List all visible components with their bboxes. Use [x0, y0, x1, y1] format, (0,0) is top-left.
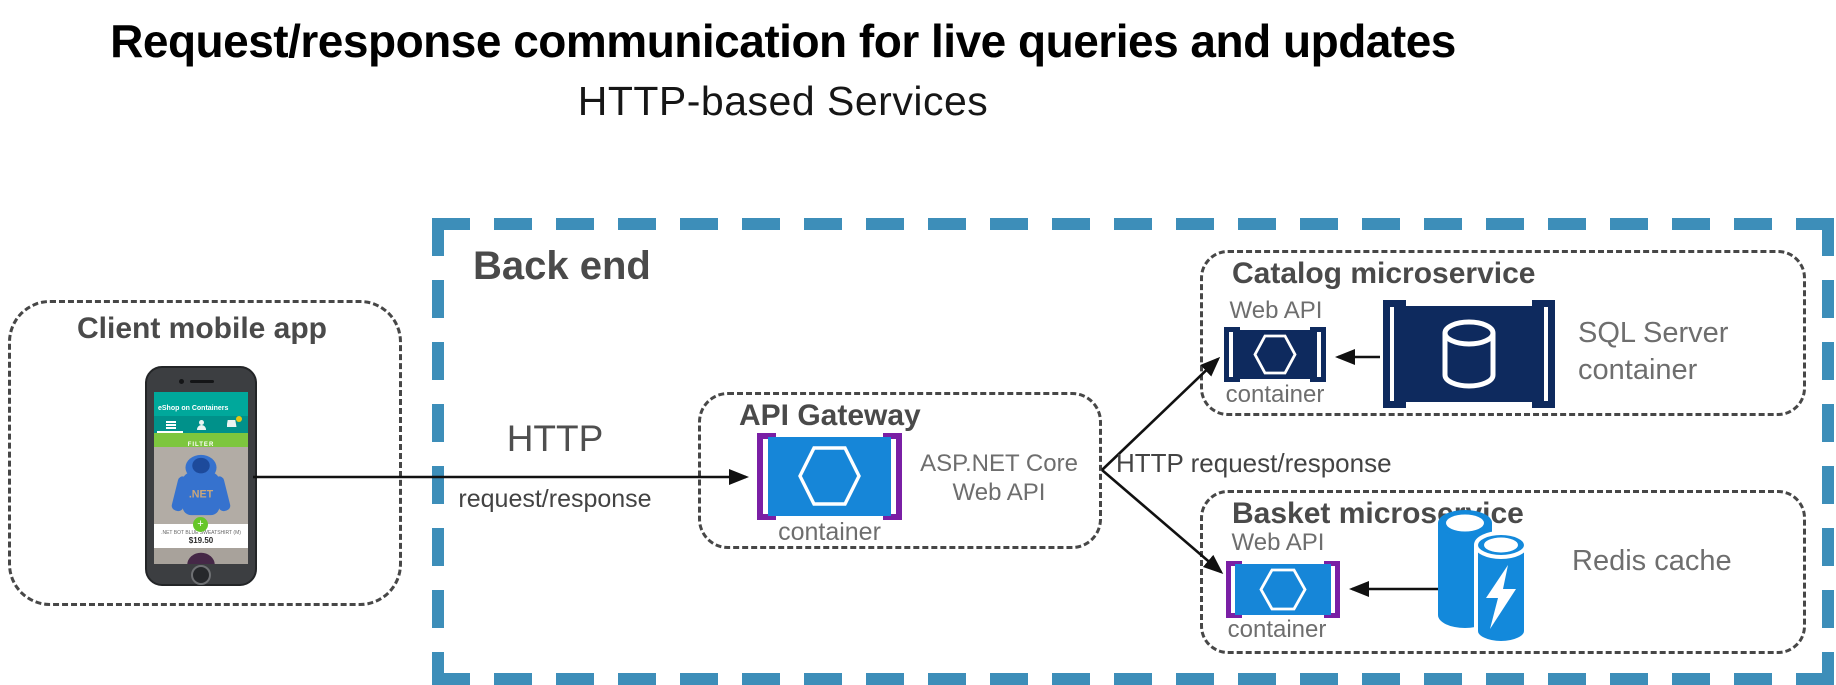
product-photo: .NET	[154, 447, 248, 524]
api-gateway-container-label: container	[778, 518, 881, 546]
catalog-title: Catalog microservice	[1232, 257, 1536, 290]
phone-tab-bar	[154, 416, 248, 433]
cart-badge	[236, 416, 242, 422]
bracket-left	[1226, 561, 1242, 618]
basket-container-icon	[1226, 561, 1340, 618]
client-mobile-app-title: Client mobile app	[76, 312, 328, 345]
sql-server-line2: container	[1578, 354, 1698, 386]
smartphone: eShop on Containers FILTER	[145, 366, 257, 586]
hexagon-icon	[1259, 568, 1307, 611]
backend-border-top	[432, 218, 1836, 230]
add-to-cart-button: +	[193, 517, 208, 532]
hexagon-icon	[798, 446, 861, 506]
basket-container-label: container	[1227, 616, 1327, 643]
api-gateway-side-label: ASP.NET Core Web API	[906, 449, 1092, 507]
phone-home-button	[191, 565, 211, 585]
purple-hoodie-image	[187, 552, 215, 564]
bracket-left	[1383, 300, 1406, 408]
catalog-container-icon	[1224, 327, 1326, 382]
http-label: HTTP	[506, 418, 604, 459]
request-response-label: request/response	[458, 485, 652, 513]
phone-status-bar	[154, 392, 248, 407]
client-mobile-app-box	[8, 300, 402, 606]
phone-app-bar: eShop on Containers	[154, 401, 248, 416]
web-api-line: Web API	[952, 479, 1046, 506]
backend-border-left	[432, 218, 444, 685]
phone-camera	[179, 379, 184, 384]
page-title: Request/response communication for live …	[110, 15, 1456, 67]
blue-hoodie-image: .NET	[171, 454, 231, 516]
product-info: .NET BOT BLUE SWEATSHIRT (M) $19.50	[154, 524, 248, 548]
active-tab-underline	[157, 431, 183, 433]
cart-icon	[226, 420, 237, 427]
redis-cache-icon	[1438, 510, 1528, 645]
bracket-right	[1532, 300, 1555, 408]
sql-server-label: SQL Server container	[1578, 315, 1728, 389]
backend-border-right	[1822, 218, 1834, 685]
api-gateway-box	[698, 392, 1102, 549]
bracket-right	[883, 433, 902, 520]
filter-button: FILTER	[154, 433, 248, 448]
basket-webapi-label: Web API	[1231, 529, 1325, 556]
backend-border-bottom	[432, 673, 1836, 685]
backend-title: Back end	[473, 244, 651, 288]
bracket-right	[1310, 327, 1326, 382]
next-product-strip	[154, 548, 248, 564]
container-body	[1235, 564, 1331, 615]
filter-label: FILTER	[187, 442, 215, 448]
menu-icon	[165, 420, 176, 423]
database-cylinder-icon	[1442, 319, 1496, 389]
bracket-left	[1224, 327, 1240, 382]
profile-icon	[196, 420, 206, 430]
bracket-right	[1324, 561, 1340, 618]
bracket-left	[757, 433, 776, 520]
sql-server-container-icon	[1383, 300, 1555, 408]
app-bar-title: eShop on Containers	[158, 405, 229, 412]
hexagon-icon	[1253, 334, 1297, 375]
hoodie-logo-text: .NET	[189, 489, 214, 501]
catalog-container-label: container	[1225, 381, 1325, 408]
product-price: $19.50	[188, 536, 214, 545]
page-subtitle: HTTP-based Services	[577, 78, 989, 124]
redis-cache-label: Redis cache	[1572, 545, 1732, 577]
phone-speaker	[190, 380, 214, 383]
container-body	[1233, 330, 1317, 379]
product-name: .NET BOT BLUE SWEATSHIRT (M)	[161, 530, 241, 536]
api-gateway-title: API Gateway	[739, 399, 921, 432]
catalog-microservice-box	[1200, 250, 1806, 416]
phone-screen: eShop on Containers FILTER	[154, 392, 248, 564]
aspnet-core-line: ASP.NET Core	[920, 450, 1078, 477]
catalog-webapi-label: Web API	[1229, 297, 1323, 324]
api-gateway-container-icon	[757, 433, 902, 520]
fanout-http-label: HTTP request/response	[1116, 448, 1392, 478]
sql-server-line1: SQL Server	[1578, 317, 1729, 349]
